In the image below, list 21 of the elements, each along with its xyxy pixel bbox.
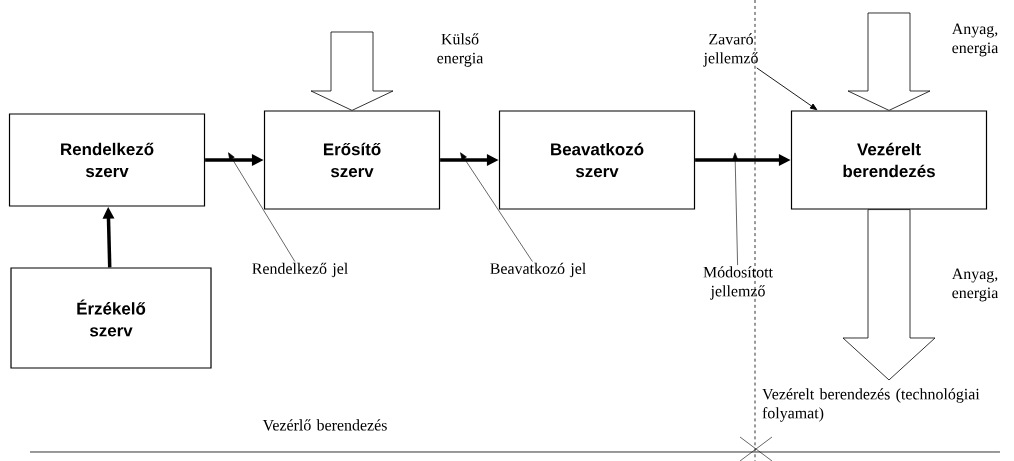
leader-arrow [756, 67, 818, 111]
leader-arrow [228, 152, 296, 262]
signal-label: Módosított jellemző [703, 266, 773, 300]
text-label: Külső energia [437, 33, 484, 67]
process-box: Beavatkozó szerv [498, 110, 696, 210]
process-box: Vezérelt berendezés [790, 110, 988, 210]
text-label: Anyag, energia [951, 268, 999, 302]
signal-label: Zavaró jellemző [703, 33, 758, 67]
signal-label: Beavatkozó jel [490, 262, 586, 278]
leader-arrow [732, 152, 739, 266]
text-label: Vezérelt berendezés (technológiai folyamat) [762, 388, 980, 422]
leader-arrow [460, 152, 533, 262]
text-label: Vezérlő berendezés [262, 419, 387, 431]
process-box: Erősítő szerv [263, 110, 441, 210]
process-box: Érzékelő szerv [10, 267, 212, 369]
process-box: Rendelkező szerv [8, 113, 206, 207]
text-label: Anyag, energia [951, 23, 999, 57]
flow-arrow [842, 209, 936, 381]
signal-label: Rendelkező jel [252, 262, 348, 278]
flow-arrow [310, 31, 394, 111]
flow-arrow [847, 12, 931, 111]
